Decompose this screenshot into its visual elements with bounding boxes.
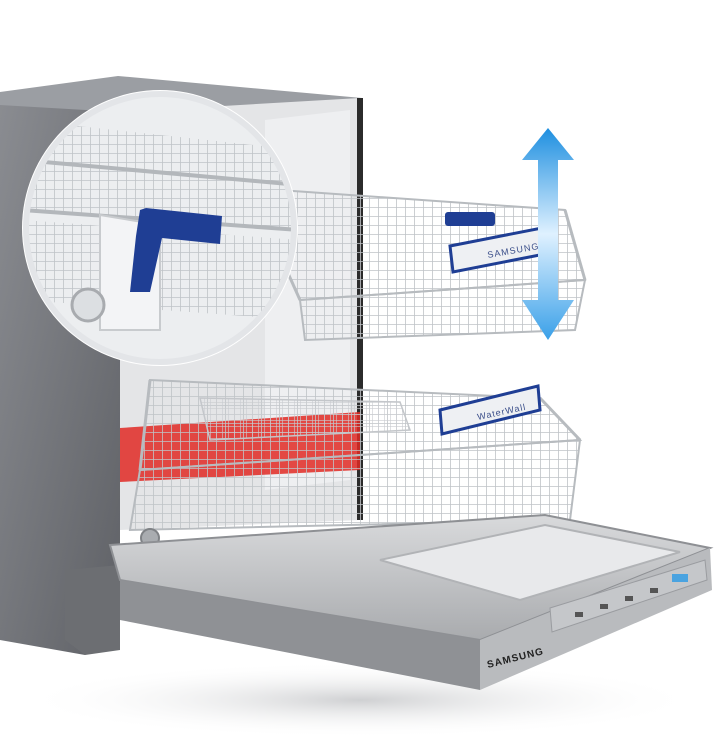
inset-wheel [70,287,106,323]
control-panel [549,559,708,633]
control-button[interactable] [575,612,583,617]
inset-height-lever[interactable] [130,208,222,292]
inset-rack-wire [26,120,294,230]
control-button[interactable] [625,596,633,601]
upper-rack [248,186,587,342]
arrow-up-down-icon [522,128,574,340]
control-button[interactable] [650,588,658,593]
kick-plate [65,565,120,655]
lower-rack-handle[interactable]: WaterWall [438,384,542,436]
zoom-inset [22,90,298,366]
floor-shadow [20,662,700,738]
control-display [672,574,688,582]
upper-rack-clip[interactable] [445,212,495,226]
control-button[interactable] [600,604,608,609]
